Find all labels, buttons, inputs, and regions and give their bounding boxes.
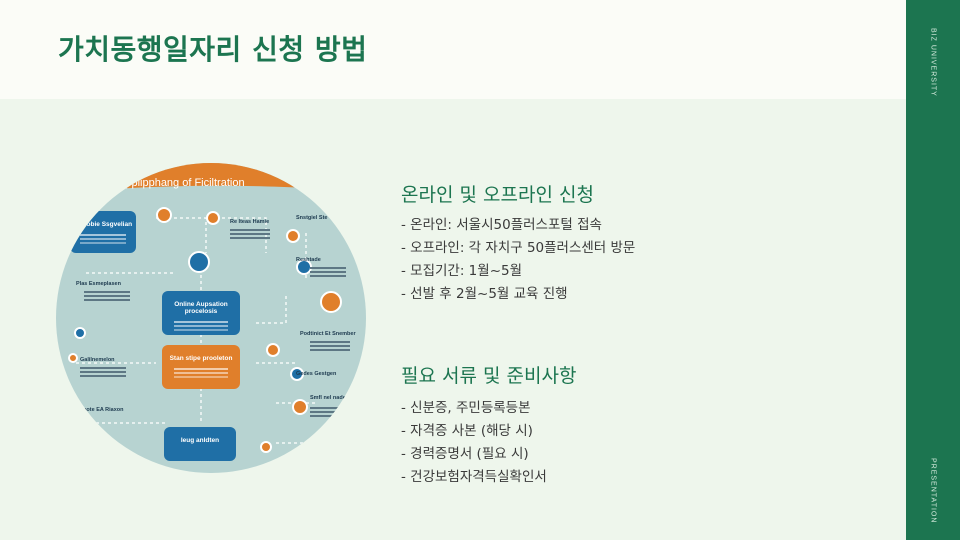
label-left-2: Galilnemelon (80, 357, 115, 363)
list-item: - 모집기간: 1월~5월 (401, 263, 523, 279)
box-top-left: Antiobie Ssgvelian (70, 211, 136, 253)
document-icon (188, 251, 210, 273)
list-item: - 자격증 사본 (해당 시) (401, 423, 533, 439)
section-heading-documents: 필요 서류 및 준비사항 (401, 365, 577, 387)
documents-list: - 신분증, 주민등록등본 - 자격증 사본 (해당 시) - 경력증명서 (필… (401, 397, 547, 489)
label-right-3: Gedes Gestgen (296, 371, 337, 377)
check-icon (266, 343, 280, 357)
label-top-mid: Re Iteas Hamie (230, 219, 270, 225)
section-heading-application: 온라인 및 오프라인 신청 (401, 184, 594, 206)
clipboard-icon (292, 399, 308, 415)
label-top-right: Snstgiel Ste (296, 215, 328, 221)
box-offline-label: Stan stipe prooleton (169, 355, 233, 362)
label-right-4: Smfl nel nade (310, 395, 346, 401)
pin-icon (74, 327, 86, 339)
label-right-1: Reshtade (296, 257, 321, 263)
box-offline-application: Stan stipe prooleton (162, 345, 240, 389)
label-left-1: Plas Esmeplasen (76, 281, 121, 287)
page-title: 가치동행일자리 신청 방법 (58, 33, 368, 66)
list-item: - 경력증명서 (필요 시) (401, 446, 529, 462)
box-online-application: Online Aupsation procelosis (162, 291, 240, 335)
side-bar: BIZ UNIVERSITY PRESENTATION (906, 0, 960, 540)
star-icon (68, 353, 78, 363)
card-icon (260, 441, 272, 453)
process-infographic-image: Applipphang of Ficiltration Antiobie Ssg… (56, 163, 366, 473)
label-right-2: Podtinict Et Snember (300, 331, 356, 337)
list-item: - 건강보험자격득실확인서 (401, 469, 547, 485)
infographic-connectors (56, 163, 366, 444)
list-item: - 선발 후 2월~5월 교육 진행 (401, 286, 568, 302)
list-item: - 오프라인: 각 자치구 50플러스센터 방문 (401, 240, 636, 256)
list-item: - 온라인: 서울시50플러스포털 접속 (401, 217, 602, 233)
application-list: - 온라인: 서울시50플러스포털 접속 - 오프라인: 각 자치구 50플러스… (401, 214, 635, 306)
side-label-bottom: PRESENTATION (929, 458, 937, 524)
folder-icon (156, 207, 172, 223)
box-top-left-label: Antiobie Ssgvelian (73, 221, 133, 228)
header-band: 가치동행일자리 신청 방법 (0, 0, 906, 99)
box-online-label: Online Aupsation procelosis (174, 301, 228, 315)
side-label-top: BIZ UNIVERSITY (929, 28, 937, 97)
label-left-3: Iteote EA Riaxon (80, 407, 124, 413)
infographic-banner: Applipphang of Ficiltration (118, 177, 245, 189)
person-icon (320, 291, 342, 313)
box-bottom: Ieug anldten (164, 427, 236, 461)
calendar-icon (286, 229, 300, 243)
user-icon (206, 211, 220, 225)
chat-icon (290, 367, 304, 381)
list-item: - 신분증, 주민등록등본 (401, 400, 531, 416)
box-bottom-label: Ieug anldten (180, 437, 220, 444)
